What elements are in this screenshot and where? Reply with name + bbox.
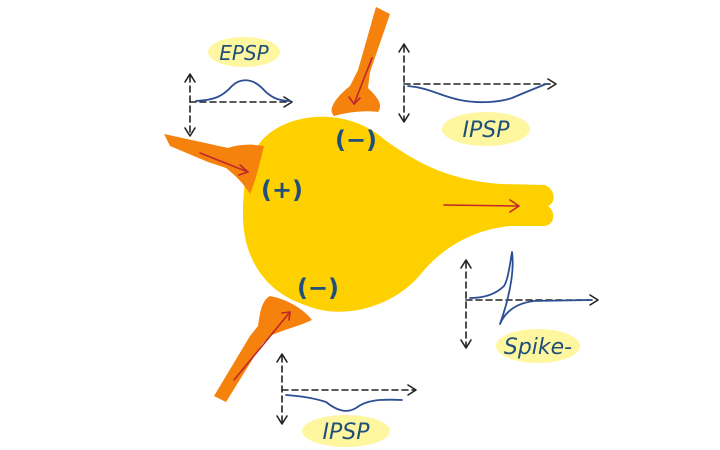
inhibitory-sign-bottom: (−) bbox=[297, 274, 339, 302]
ipsp-bottom-label: IPSP bbox=[302, 415, 390, 447]
signal-arrow-top bbox=[348, 57, 373, 105]
inhibitory-sign-top: (−) bbox=[335, 126, 377, 154]
signal-arrow-left bbox=[199, 152, 249, 176]
ipsp-bottom-plot bbox=[276, 353, 417, 425]
ipsp-bottom-trace bbox=[285, 394, 403, 412]
spike-trace bbox=[469, 251, 591, 325]
axon-terminal-bottom bbox=[214, 296, 312, 402]
epsp-label-text: EPSP bbox=[219, 41, 269, 65]
epsp-plot bbox=[184, 73, 293, 137]
epsp-trace bbox=[195, 79, 291, 102]
signal-arrow-bottom bbox=[233, 311, 291, 381]
neuron-soma bbox=[243, 116, 554, 312]
epsp-label: EPSP bbox=[208, 37, 280, 67]
ipsp-top-plot bbox=[398, 43, 557, 123]
ipsp-top-label-text: IPSP bbox=[463, 118, 511, 143]
ipsp-bottom-label-text: IPSP bbox=[323, 420, 371, 445]
spike-label-text: Spike- bbox=[504, 335, 572, 360]
spike-label: Spike- bbox=[496, 329, 580, 363]
spike-plot bbox=[460, 251, 599, 349]
axon-terminal-left bbox=[164, 134, 264, 194]
excitatory-sign: (+) bbox=[261, 176, 303, 204]
ipsp-top-label: IPSP bbox=[442, 112, 530, 146]
axon-terminal-top bbox=[331, 7, 390, 116]
signal-arrow-axon bbox=[443, 199, 520, 213]
ipsp-top-trace bbox=[407, 83, 547, 104]
